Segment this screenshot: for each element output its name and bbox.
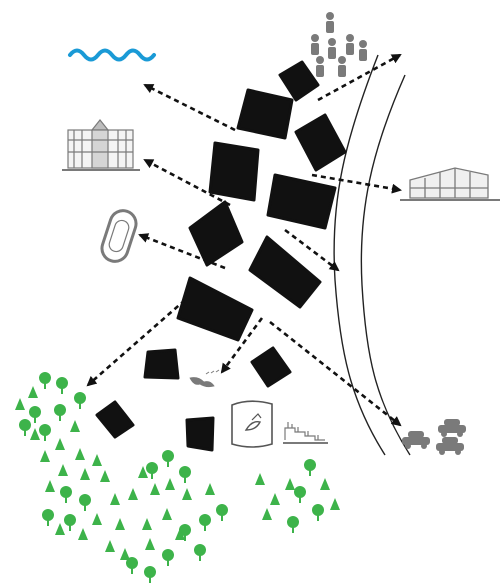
- arrow-to-cars: [269, 320, 402, 427]
- block: [266, 173, 337, 230]
- road: [333, 54, 411, 456]
- people-crowd-icon: [311, 12, 367, 77]
- block: [248, 235, 322, 309]
- birds-icon: [189, 369, 220, 388]
- round-trees: [19, 372, 324, 583]
- stepped-seating-icon: [283, 422, 328, 444]
- arrow-to-long-building: [311, 173, 402, 194]
- block: [236, 88, 294, 140]
- forest-trees-icon: [15, 372, 340, 583]
- running-track-icon: [100, 209, 138, 263]
- arrow-to-road: [284, 228, 340, 272]
- block: [143, 348, 180, 380]
- triangle-trees: [15, 386, 340, 560]
- block: [185, 416, 215, 452]
- block: [176, 276, 254, 342]
- arrow-to-running-track: [138, 233, 226, 270]
- arrow-to-forest: [86, 299, 186, 387]
- block: [95, 400, 135, 439]
- cars-icon: [402, 419, 466, 455]
- historic-building-icon: [62, 119, 140, 171]
- block: [208, 141, 260, 202]
- arrow-to-historic-building: [143, 158, 231, 207]
- building-blocks: [95, 60, 347, 452]
- music-pavilion-icon: [231, 400, 273, 448]
- arrow-to-birds: [220, 317, 264, 374]
- block: [250, 346, 292, 388]
- block: [294, 113, 347, 172]
- long-building-icon: [400, 167, 500, 201]
- block: [188, 200, 244, 267]
- connection-arrows: [86, 53, 402, 427]
- road-edge-right: [360, 74, 411, 456]
- road-edge-left: [333, 54, 386, 456]
- arrow-to-water: [143, 83, 236, 132]
- block: [278, 60, 320, 102]
- arrow-to-crowd: [317, 53, 402, 102]
- water-waves-icon: [68, 48, 156, 62]
